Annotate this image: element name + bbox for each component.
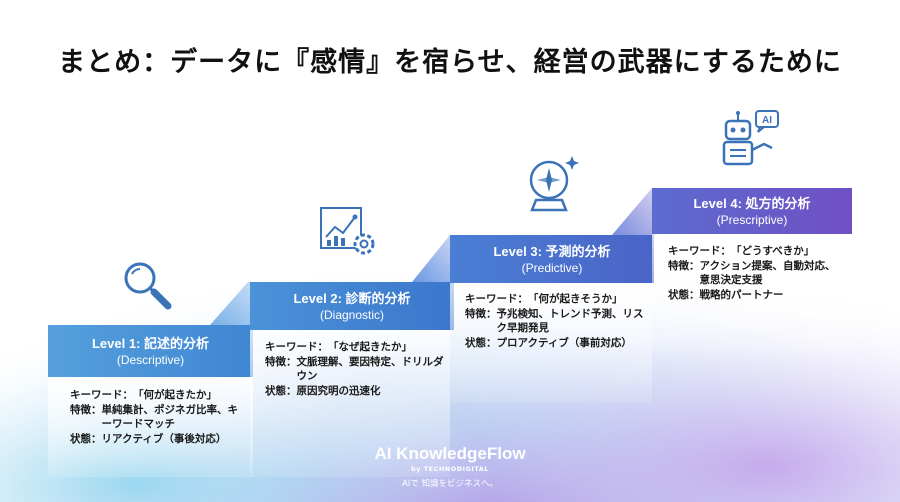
state-value: 戦略的パートナー	[699, 288, 784, 301]
step-1-level: Level 1: 記述的分析	[91, 336, 210, 351]
step-3-header: Level 3: 予測的分析 (Predictive)	[450, 243, 654, 276]
step-4-body: キーワード：「どうすべきか」 特徴：アクション提案、自動対応、意思決定支援 状態…	[668, 244, 840, 302]
state-label: 状態：	[465, 336, 497, 349]
robot-ai-icon: AI	[722, 110, 779, 166]
step-4-keyword-row: キーワード：「どうすべきか」	[668, 244, 840, 259]
feature-value: 単純集計、ポジネガ比率、キーワードマッチ	[101, 403, 239, 431]
feature-label: 特徴：	[465, 307, 497, 320]
step-2-en: (Diagnostic)	[319, 308, 385, 322]
keyword-value: 「どうすべきか」	[731, 245, 815, 257]
step-3-keyword-row: キーワード：「何が起きそうか」	[465, 292, 645, 307]
feature-value: アクション提案、自動対応、意思決定支援	[699, 259, 836, 287]
step-4-en: (Prescriptive)	[716, 213, 788, 227]
step-4-level: Level 4: 処方的分析	[693, 196, 811, 211]
step-2-level: Level 2: 診断的分析	[293, 291, 411, 306]
magnifier-icon	[124, 262, 172, 310]
step-3-level: Level 3: 予測的分析	[493, 244, 611, 259]
keyword-value: 「何が起きたか」	[133, 389, 217, 401]
keyword-label: キーワード：	[265, 341, 328, 353]
keyword-value: 「なぜ起きたか」	[328, 341, 412, 353]
step-2-state-row: 状態：原因究明の迅速化	[265, 384, 445, 399]
step-1-header-bg	[48, 325, 253, 377]
step-3-en: (Predictive)	[521, 261, 583, 275]
keyword-value: 「何が起きそうか」	[528, 293, 623, 305]
brand-logo: AI KnowledgeFlow by TECHNODIGITAL AIで 知識…	[300, 444, 600, 489]
page-title: まとめ：データに『感情』を宿らせ、経営の武器にするために	[58, 47, 842, 78]
state-label: 状態：	[668, 288, 700, 301]
feature-label: 特徴：	[70, 403, 102, 416]
brand-byline: by TECHNODIGITAL	[411, 465, 489, 473]
keyword-label: キーワード：	[465, 293, 528, 305]
step-1-body: キーワード：「何が起きたか」 特徴：単純集計、ポジネガ比率、キーワードマッチ 状…	[70, 388, 245, 446]
step-2-header-bg	[250, 282, 454, 330]
state-value: リアクティブ（事後対応）	[101, 432, 227, 445]
step-4-feature-row: 特徴：アクション提案、自動対応、意思決定支援	[668, 259, 840, 288]
step-4-header-bg	[652, 188, 852, 234]
step-4-state-row: 状態：戦略的パートナー	[668, 288, 840, 303]
step-3-feature-row: 特徴：予兆検知、トレンド予測、リスク早期発見	[465, 307, 645, 336]
step-2-body: キーワード：「なぜ起きたか」 特徴：文脈理解、要因特定、ドリルダウン 状態：原因…	[265, 340, 445, 398]
step-2-keyword-row: キーワード：「なぜ起きたか」	[265, 340, 445, 355]
step-1-en: (Descriptive)	[116, 353, 185, 367]
step-1-feature-row: 特徴：単純集計、ポジネガ比率、キーワードマッチ	[70, 403, 245, 432]
step-1-keyword-row: キーワード：「何が起きたか」	[70, 388, 245, 403]
step-2-header: Level 2: 診断的分析 (Diagnostic)	[250, 290, 454, 323]
step-3-header-bg	[450, 235, 654, 283]
state-label: 状態：	[70, 432, 102, 445]
brand-name: AI KnowledgeFlow	[374, 444, 526, 463]
state-value: 原因究明の迅速化	[296, 384, 381, 397]
step-3-body: キーワード：「何が起きそうか」 特徴：予兆検知、トレンド予測、リスク早期発見 状…	[465, 292, 645, 350]
crystal-ball-icon	[529, 156, 579, 212]
state-value: プロアクティブ（事前対応）	[496, 336, 632, 349]
chart-gear-icon	[320, 207, 375, 255]
feature-label: 特徴：	[668, 259, 700, 272]
step-1-header: Level 1: 記述的分析 (Descriptive)	[48, 335, 253, 368]
feature-value: 予兆検知、トレンド予測、リスク早期発見	[496, 307, 644, 335]
keyword-label: キーワード：	[668, 245, 731, 257]
brand-tagline: AIで 知識をビジネスへ。	[401, 479, 499, 489]
step-3-state-row: 状態：プロアクティブ（事前対応）	[465, 336, 645, 351]
feature-label: 特徴：	[265, 355, 297, 368]
keyword-label: キーワード：	[70, 389, 133, 401]
robot-bubble-text: AI	[762, 115, 772, 126]
step-1-state-row: 状態：リアクティブ（事後対応）	[70, 432, 245, 447]
state-label: 状態：	[265, 384, 297, 397]
step-4-header: Level 4: 処方的分析 (Prescriptive)	[652, 195, 852, 228]
step-2-feature-row: 特徴：文脈理解、要因特定、ドリルダウン	[265, 355, 445, 384]
feature-value: 文脈理解、要因特定、ドリルダウン	[296, 355, 444, 383]
